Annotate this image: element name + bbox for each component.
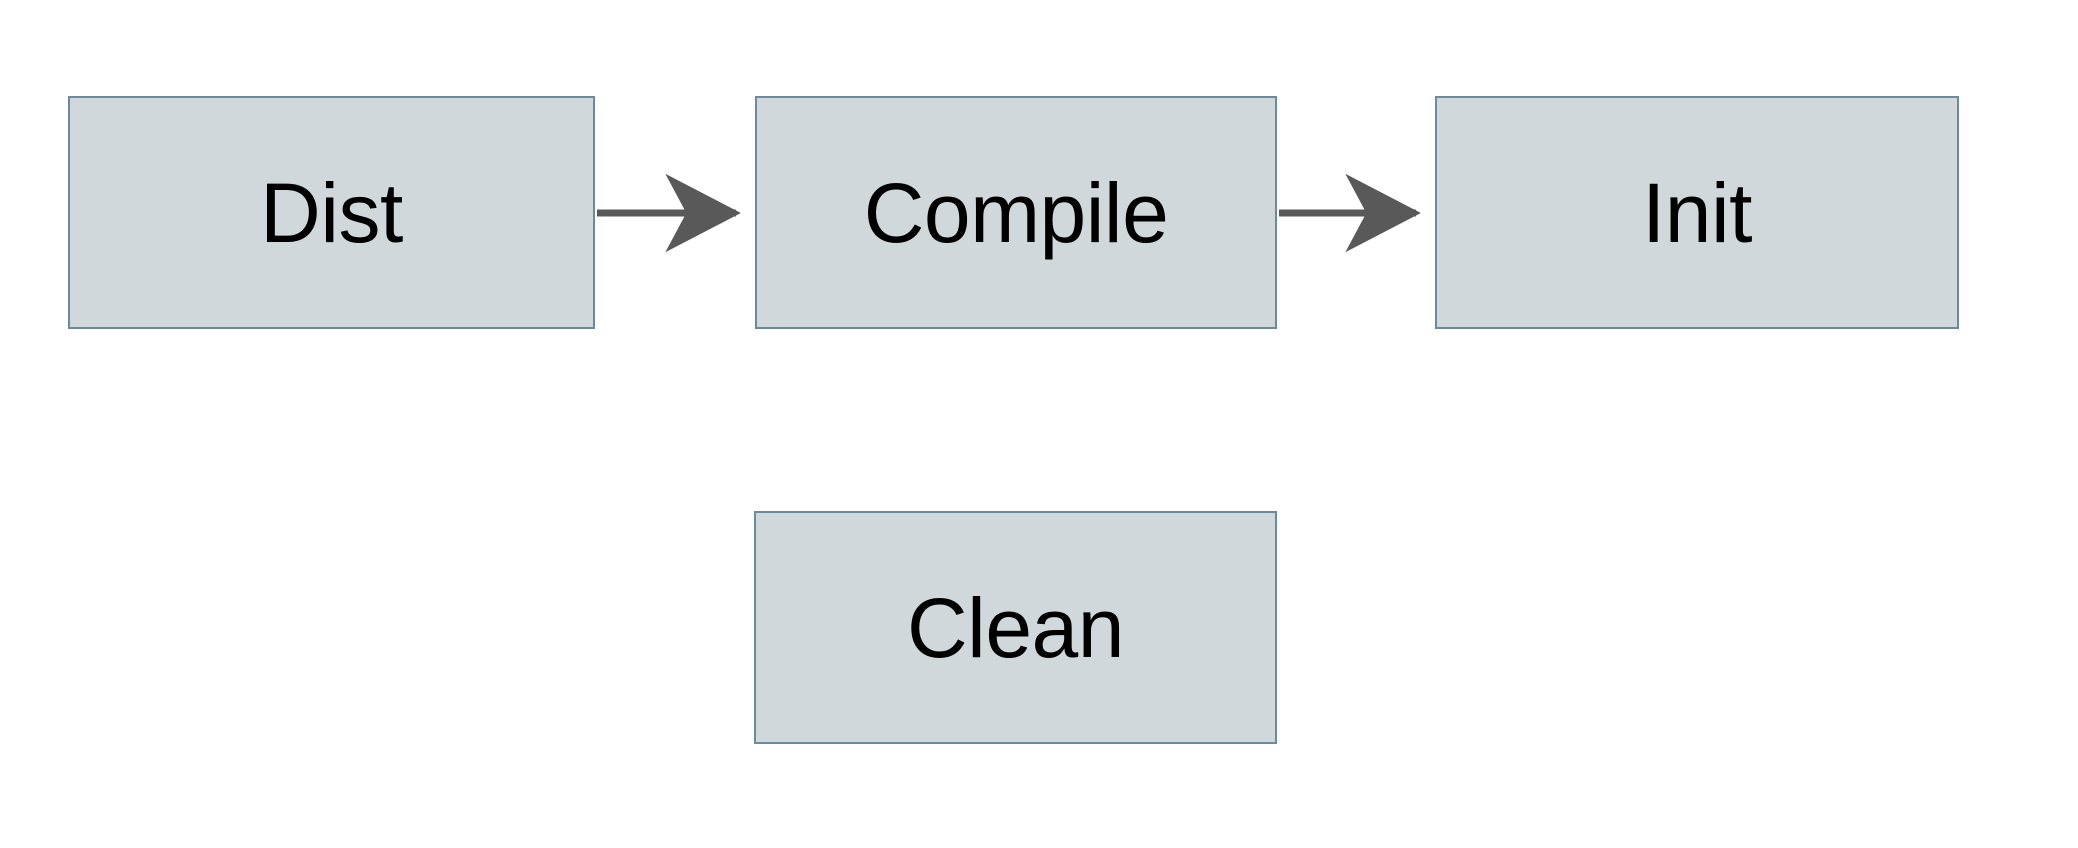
node-compile[interactable]: Compile (755, 96, 1277, 329)
node-init-label: Init (1641, 165, 1753, 260)
node-init[interactable]: Init (1435, 96, 1959, 329)
node-dist-label: Dist (260, 165, 403, 260)
node-clean[interactable]: Clean (754, 511, 1277, 744)
node-compile-label: Compile (863, 165, 1169, 260)
node-clean-label: Clean (907, 580, 1124, 675)
node-dist[interactable]: Dist (68, 96, 595, 329)
